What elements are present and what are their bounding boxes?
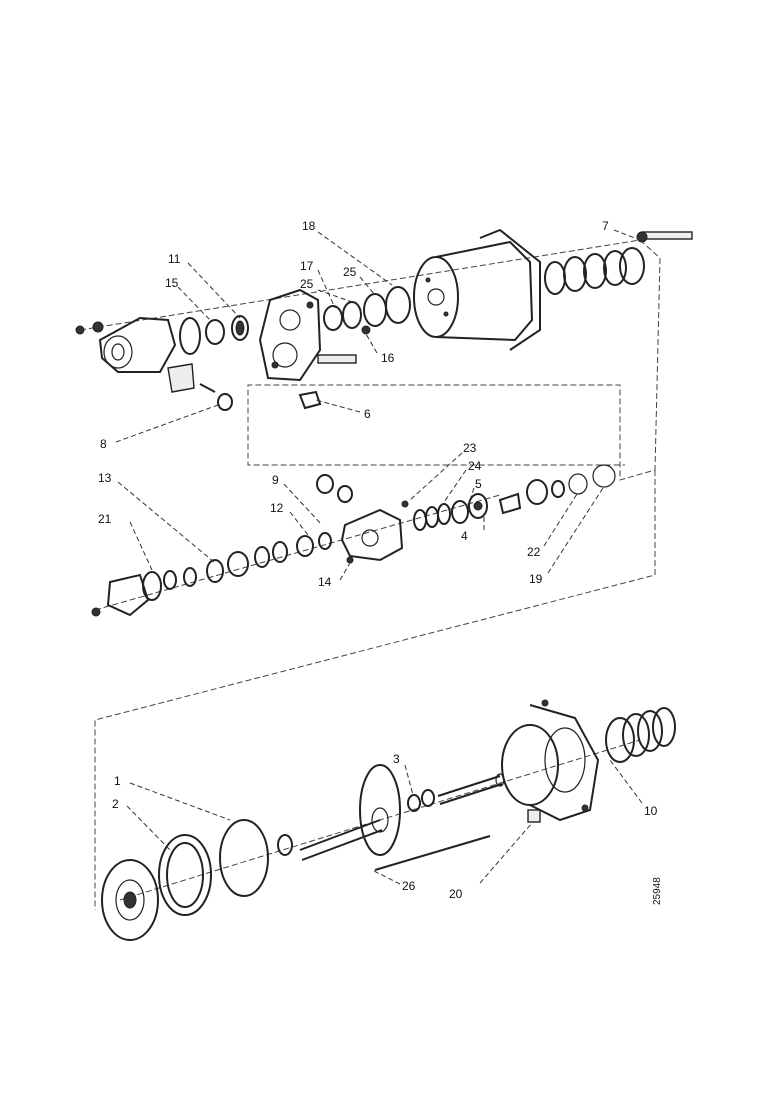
callout-4: 4: [461, 529, 468, 543]
callout-21: 21: [98, 512, 112, 526]
callout-2: 2: [112, 797, 119, 811]
o-ring: [277, 834, 293, 856]
spring-rings-7: [544, 231, 693, 295]
callout-26: 26: [402, 879, 416, 893]
rings-17-25: [323, 286, 411, 335]
disc-19: [592, 464, 616, 488]
pump-body: [258, 288, 357, 382]
parts-4-5: [451, 493, 488, 524]
callout-18: 18: [302, 219, 316, 233]
valve-body-9: [316, 474, 404, 562]
front-cover-housing: [75, 316, 195, 393]
callout-3: 3: [393, 752, 400, 766]
piston-22: [498, 473, 588, 515]
seal-ring-11: [231, 315, 249, 341]
pin-26: [374, 835, 491, 871]
callout-14: 14: [318, 575, 332, 589]
bushing-3: [407, 789, 435, 812]
callout-16: 16: [381, 351, 395, 365]
callout-25-right: 25: [343, 265, 357, 279]
ring-seal-2: [158, 834, 212, 916]
rear-housing-flange: [501, 699, 600, 822]
callout-labels: 18 7 11 15 17 25 25 16 6 8 23 24 5 4 13 …: [98, 219, 658, 901]
shaft-and-piston: [299, 764, 401, 861]
callout-20: 20: [449, 887, 463, 901]
ring-15: [179, 317, 225, 355]
callout-12: 12: [270, 501, 284, 515]
callout-11: 11: [168, 252, 181, 266]
bracket-6: [298, 390, 322, 410]
callout-5: 5: [475, 477, 482, 491]
middle-seal-rings: [142, 532, 332, 601]
spring-10: [605, 707, 676, 763]
callout-22: 22: [527, 545, 541, 559]
callout-25-left: 25: [300, 277, 314, 291]
callout-10: 10: [644, 804, 658, 818]
springs-23-24: [401, 500, 451, 531]
cylinder-housing-18: [413, 228, 541, 351]
front-plate-2: [101, 859, 159, 941]
callout-23: 23: [463, 441, 477, 455]
leader-lines: [115, 229, 643, 885]
callout-6: 6: [364, 407, 371, 421]
nut-20: [527, 809, 541, 823]
callout-7: 7: [602, 219, 609, 233]
callout-13: 13: [98, 471, 112, 485]
callout-1: 1: [114, 774, 121, 788]
screw-14: [346, 556, 354, 564]
callout-17: 17: [300, 259, 314, 273]
callout-24: 24: [468, 459, 482, 473]
gasket-21: [91, 573, 150, 617]
washer-8: [199, 383, 233, 411]
callout-9: 9: [272, 473, 279, 487]
callout-8: 8: [100, 437, 107, 451]
gasket-ring-1: [219, 819, 269, 897]
figure-reference-number: 25948: [652, 877, 663, 905]
callout-19: 19: [529, 572, 543, 586]
callout-15: 15: [165, 276, 179, 290]
assembly-routing-lines: [79, 239, 661, 910]
